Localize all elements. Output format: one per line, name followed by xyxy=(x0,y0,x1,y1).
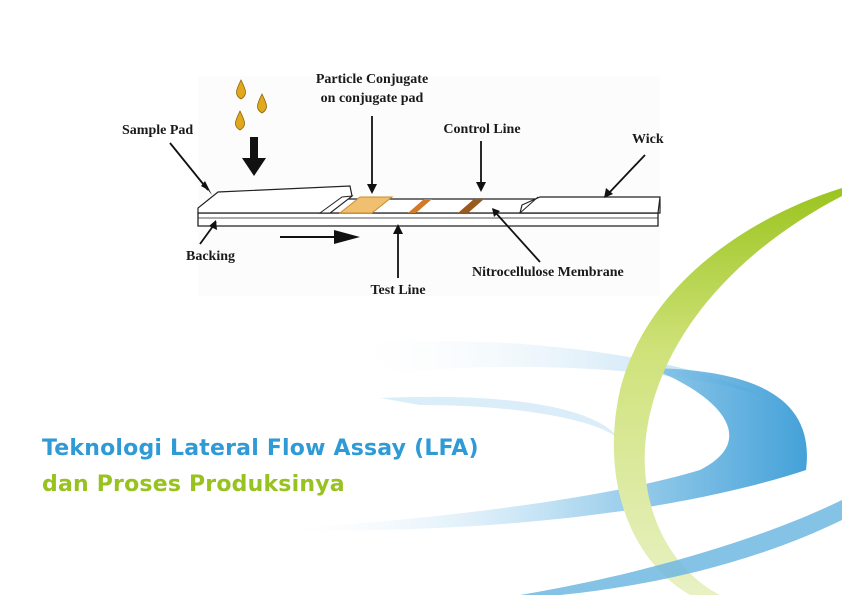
control-line-band xyxy=(458,199,484,213)
sample-drop-icons xyxy=(235,79,267,131)
label-particle-conjugate-line2: on conjugate pad xyxy=(321,91,424,106)
wick-pad xyxy=(519,196,661,214)
conjugate-pad xyxy=(338,196,394,214)
label-control-line: Control Line xyxy=(443,122,520,137)
label-sample-pad: Sample Pad xyxy=(122,123,193,138)
sample-pad xyxy=(197,185,354,214)
blue-swoosh xyxy=(270,368,807,531)
sample-flow-down-arrow xyxy=(242,137,266,176)
flow-direction-arrow xyxy=(280,230,360,244)
blue-arc-thin xyxy=(340,341,760,395)
label-particle-conjugate-line1: Particle Conjugate xyxy=(316,72,428,87)
label-backing: Backing xyxy=(186,249,235,264)
page-title-line2: dan Proses Produksinya xyxy=(42,472,345,497)
blue-sweep-inner xyxy=(380,396,620,440)
leader-arrowheads xyxy=(201,181,613,234)
test-line-band xyxy=(408,199,432,213)
figure-panel xyxy=(198,76,660,296)
label-nitrocellulose-membrane: Nitrocellulose Membrane xyxy=(472,265,624,280)
label-wick: Wick xyxy=(632,132,664,147)
label-test-line: Test Line xyxy=(370,283,425,298)
backing-strip xyxy=(197,212,659,227)
page-title-line1: Teknologi Lateral Flow Assay (LFA) xyxy=(42,436,479,461)
green-crescent xyxy=(613,188,842,595)
leader-lines xyxy=(169,116,646,278)
